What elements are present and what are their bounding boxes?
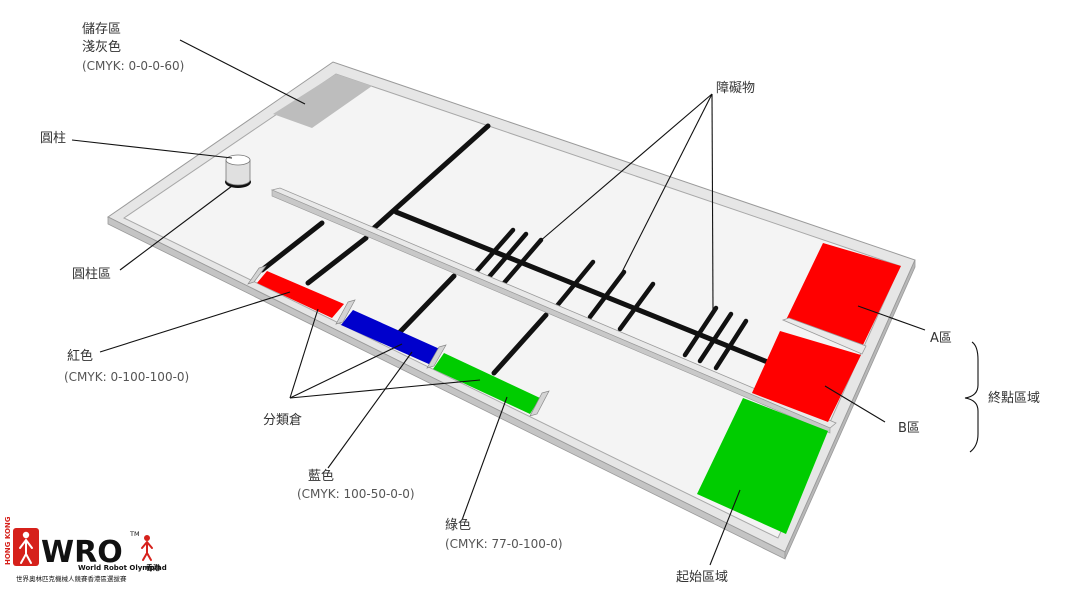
bin-divider — [529, 390, 550, 417]
logo-figure-icon — [22, 531, 30, 539]
bin-divider — [426, 344, 447, 369]
start-zone — [697, 398, 828, 534]
bin-divider — [247, 265, 267, 285]
guide-line — [393, 209, 773, 366]
obstacles-label: 障礙物 — [716, 81, 755, 96]
end-zone-a — [786, 243, 901, 347]
obstacle-bar — [697, 311, 734, 364]
sorting-bins — [247, 265, 550, 417]
logo-wro-text: WRO — [41, 535, 123, 570]
labels: 儲存區 淺灰色 (CMYK: 0-0-0-60) 圓柱 圓柱區 紅色 (CMYK… — [40, 22, 1040, 585]
end-zone-b — [752, 331, 861, 422]
divider-wall-side — [271, 189, 831, 434]
guide-line — [491, 312, 549, 376]
pillar-zone-label: 圓柱區 — [72, 267, 111, 282]
storage-area — [273, 74, 372, 128]
storage-label-1: 儲存區 — [82, 22, 121, 37]
obstacle-bar — [473, 227, 516, 275]
red-cmyk: (CMYK: 0-100-100-0) — [64, 370, 189, 384]
bin-divider — [335, 299, 356, 325]
end-zone-brace — [964, 341, 979, 453]
logo-tm: TM — [129, 530, 140, 538]
obstacle-bar — [501, 237, 544, 286]
green-label: 綠色 — [445, 517, 471, 533]
storage-label-2: 淺灰色 — [82, 39, 121, 55]
start-zone-label: 起始區域 — [676, 570, 728, 585]
green-bin — [433, 353, 540, 414]
obstacle-bar — [682, 305, 719, 358]
red-label: 紅色 — [67, 348, 93, 364]
obstacle-bar — [587, 269, 627, 320]
logo-hk-vertical: HONG KONG — [4, 516, 12, 565]
storage-cmyk: (CMYK: 0-0-0-60) — [82, 59, 184, 73]
obstacle-bar — [713, 318, 749, 371]
guide-line — [371, 123, 491, 231]
zone-b-label: B區 — [898, 421, 920, 436]
outer-wall-side-right — [784, 259, 916, 560]
center-divider-wall — [270, 187, 837, 434]
zone-ab-divider — [781, 317, 867, 355]
logo-subtitle: 世界奧林匹克機械人競賽香港區選拔賽 — [16, 574, 127, 583]
leader-lines — [71, 39, 979, 566]
blue-bin — [341, 310, 442, 365]
blue-label: 藍色 — [308, 468, 334, 484]
blue-cmyk: (CMYK: 100-50-0-0) — [297, 487, 415, 501]
obstacles — [473, 227, 749, 371]
green-cmyk: (CMYK: 77-0-100-0) — [445, 537, 563, 551]
wro-logo: HONG KONG WRO TM World Robot Olympiad 香港… — [4, 516, 167, 583]
logo-hk-cn: 香港 — [145, 563, 161, 572]
pillar — [225, 154, 251, 186]
guide-line — [259, 220, 325, 273]
red-bin — [257, 271, 344, 318]
pillar-label: 圓柱 — [40, 131, 66, 146]
obstacle-bar — [617, 281, 656, 332]
logo-world-text: World Robot Olympiad — [78, 564, 167, 572]
obstacle-bar — [486, 231, 529, 280]
sort-bins-label: 分類倉 — [263, 413, 302, 428]
guide-line — [396, 273, 457, 336]
guide-line — [305, 235, 369, 286]
end-zone-label: 終點區域 — [988, 390, 1040, 406]
obstacle-bar — [553, 259, 596, 310]
zone-a-label: A區 — [930, 331, 952, 346]
logo-small-figure-icon — [141, 535, 153, 561]
guide-lines — [259, 123, 773, 376]
game-board — [107, 61, 916, 560]
